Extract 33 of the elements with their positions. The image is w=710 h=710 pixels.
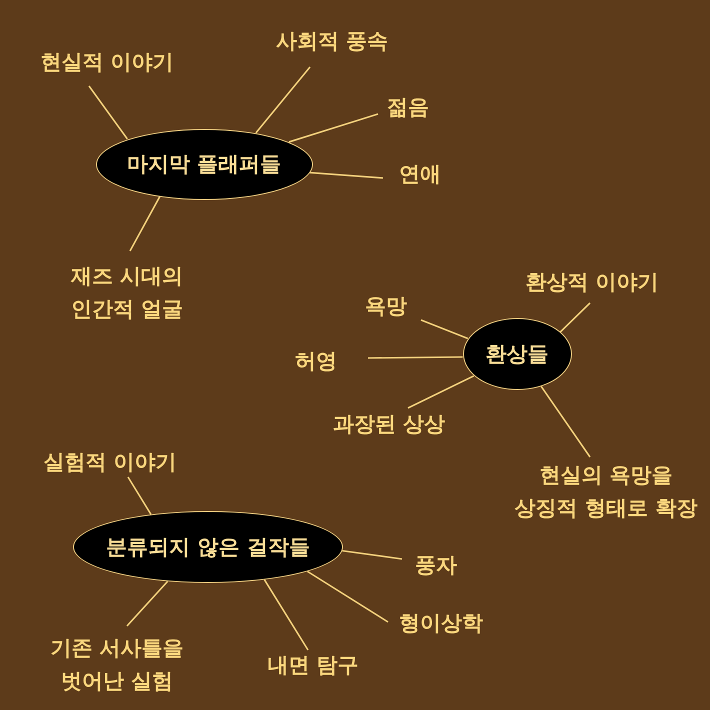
branch-label: 현실의 욕망을 상징적 형태로 확장	[512, 459, 700, 525]
connector-line	[129, 196, 161, 252]
branch-label: 욕망	[365, 292, 407, 320]
topic-title: 환상들	[486, 341, 548, 368]
connector-line	[255, 66, 311, 134]
branch-label: 내면 탐구	[267, 651, 359, 679]
topic-title: 분류되지 않은 걸작들	[106, 534, 310, 561]
connector-line	[408, 375, 474, 409]
connector-line	[127, 476, 152, 515]
branch-label: 형이상학	[399, 609, 483, 637]
branch-label: 풍자	[415, 551, 457, 579]
branch-label: 과장된 상상	[332, 410, 446, 438]
branch-label: 재즈 시대의 인간적 얼굴	[62, 260, 192, 326]
branch-label: 사회적 풍속	[276, 27, 388, 55]
connector-line	[288, 113, 378, 143]
connector-line	[309, 172, 384, 179]
connector-line	[342, 550, 402, 560]
connector-line	[420, 319, 468, 340]
connector-line	[560, 302, 591, 333]
branch-label: 환상적 이야기	[525, 268, 659, 296]
branch-label: 현실적 이야기	[40, 48, 174, 76]
connector-line	[368, 356, 463, 359]
connector-line	[540, 386, 591, 458]
topic-title: 마지막 플래퍼들	[126, 151, 282, 178]
branch-label: 연애	[399, 160, 441, 188]
connector-line	[264, 579, 309, 650]
branch-label: 허영	[295, 347, 337, 375]
connector-line	[306, 570, 388, 623]
branch-label: 실험적 이야기	[43, 448, 177, 476]
branch-label: 젊음	[387, 93, 429, 121]
branch-label: 기존 서사틀을 벗어난 실험	[42, 632, 192, 698]
connector-line	[126, 580, 168, 627]
connector-line	[88, 86, 128, 140]
